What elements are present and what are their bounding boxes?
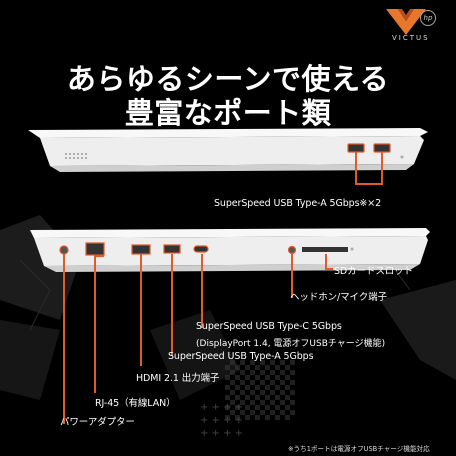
line-power <box>63 254 65 424</box>
laptop-left-side-illustration <box>30 228 430 272</box>
svg-text:+ + + +: + + + + <box>200 415 243 426</box>
hp-logo-icon: hp <box>420 10 436 26</box>
line-usb-a-left <box>171 254 173 356</box>
label-usb-a-top: SuperSpeed USB Type-A 5Gbps※×2 <box>214 198 382 209</box>
label-rj45: RJ-45（有線LAN） <box>95 398 176 409</box>
label-power: パワーアダプター <box>60 417 135 428</box>
footnote: ※うち1ポートは電源オフUSBチャージ機能対応 <box>288 445 430 453</box>
svg-text:+ + + +: + + + + <box>200 428 243 439</box>
label-usb-c-line1: SuperSpeed USB Type-C 5Gbps <box>196 321 342 332</box>
line-hdmi <box>140 254 142 366</box>
label-sd-card: SDカードスロット <box>334 266 413 277</box>
label-usb-c-line2: (DisplayPort 1.4, 電源オフUSBチャージ機能) <box>196 339 386 349</box>
label-usb-a-left: SuperSpeed USB Type-A 5Gbps <box>168 351 314 362</box>
label-hdmi: HDMI 2.1 出力端子 <box>136 373 220 384</box>
laptop-right-side-illustration <box>28 128 428 172</box>
headline-line-1: あらゆるシーンで使える <box>66 62 390 96</box>
line-sd <box>325 254 327 270</box>
brand-name: VICTUS <box>392 34 430 42</box>
victus-logo-icon <box>386 9 426 35</box>
line-headphone <box>291 254 293 298</box>
label-headphone: ヘッドホン/マイク端子 <box>290 292 387 303</box>
headline-line-2: 豊富なポート類 <box>124 96 332 130</box>
line-rj45 <box>94 255 96 393</box>
svg-text:+ + + +: + + + + <box>200 402 243 413</box>
line-usb-c <box>201 254 203 328</box>
